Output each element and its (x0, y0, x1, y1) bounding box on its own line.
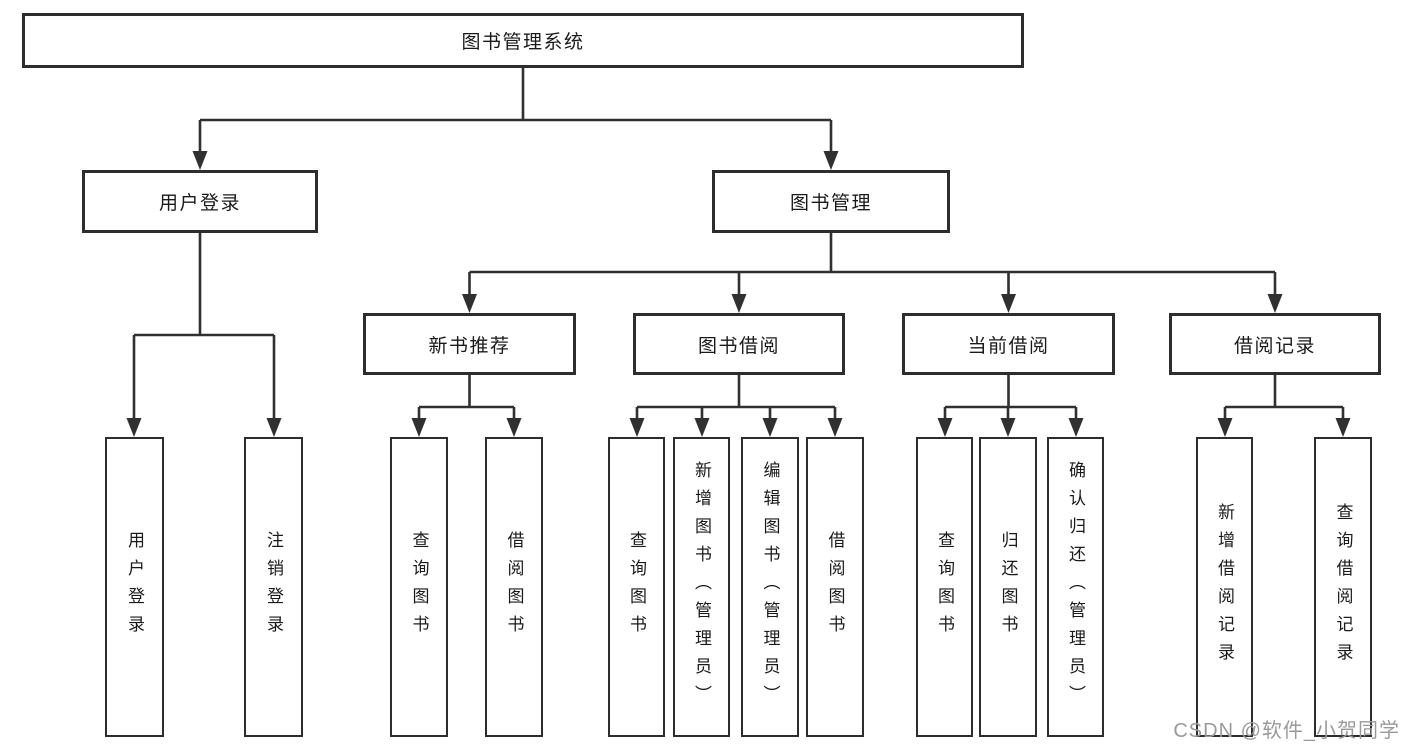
leaf-return-book: 归还图书 (979, 437, 1037, 737)
leaf-confirm-return-admin: 确认归还（管理员） (1047, 437, 1104, 737)
leaf-query-books-1: 查询图书 (390, 437, 448, 737)
leaf-label: 编辑图书（管理员） (760, 461, 780, 713)
leaf-label: 查询借阅记录 (1333, 503, 1353, 671)
leaf-label: 查询图书 (409, 531, 429, 643)
leaf-label: 用户登录 (125, 531, 144, 643)
node-book-management-label: 图书管理 (789, 193, 872, 214)
node-book-borrow: 图书借阅 (633, 313, 845, 375)
leaf-query-borrow-record: 查询借阅记录 (1314, 437, 1372, 737)
node-current-borrow-label: 当前借阅 (967, 335, 1050, 357)
node-root: 图书管理系统 (22, 13, 1024, 68)
node-current-borrow: 当前借阅 (902, 313, 1115, 375)
node-new-book-recommend: 新书推荐 (363, 313, 576, 375)
leaf-label: 新增图书（管理员） (692, 461, 711, 713)
node-user-login-label: 用户登录 (158, 193, 241, 214)
leaf-borrow-books-2: 借阅图书 (806, 437, 864, 737)
leaf-borrow-books-1: 借阅图书 (485, 437, 543, 737)
leaf-label: 查询图书 (935, 531, 954, 643)
leaf-logout: 注销登录 (244, 437, 303, 737)
watermark-text: CSDN @软件_小贺同学 (1173, 720, 1400, 742)
leaf-label: 新增借阅记录 (1215, 503, 1234, 671)
node-book-borrow-label: 图书借阅 (697, 335, 780, 357)
node-root-label: 图书管理系统 (461, 32, 585, 53)
leaf-label: 注销登录 (264, 531, 283, 643)
node-book-management: 图书管理 (712, 170, 950, 233)
leaf-label: 归还图书 (998, 531, 1018, 643)
leaf-add-borrow-record: 新增借阅记录 (1196, 437, 1253, 737)
leaf-label: 查询图书 (627, 531, 646, 643)
node-user-login: 用户登录 (82, 170, 318, 233)
leaf-add-book-admin: 新增图书（管理员） (673, 437, 730, 737)
leaf-query-books-2: 查询图书 (608, 437, 665, 737)
node-new-book-recommend-label: 新书推荐 (428, 335, 511, 357)
leaf-label: 借阅图书 (504, 531, 524, 643)
leaf-user-login: 用户登录 (105, 437, 164, 737)
leaf-label: 借阅图书 (825, 531, 845, 643)
node-borrow-records: 借阅记录 (1169, 313, 1381, 375)
arrowheads (126, 151, 1351, 437)
leaf-edit-book-admin: 编辑图书（管理员） (741, 437, 799, 737)
leaf-label: 确认归还（管理员） (1066, 461, 1085, 713)
node-borrow-records-label: 借阅记录 (1233, 335, 1316, 357)
leaf-query-books-3: 查询图书 (916, 437, 973, 737)
